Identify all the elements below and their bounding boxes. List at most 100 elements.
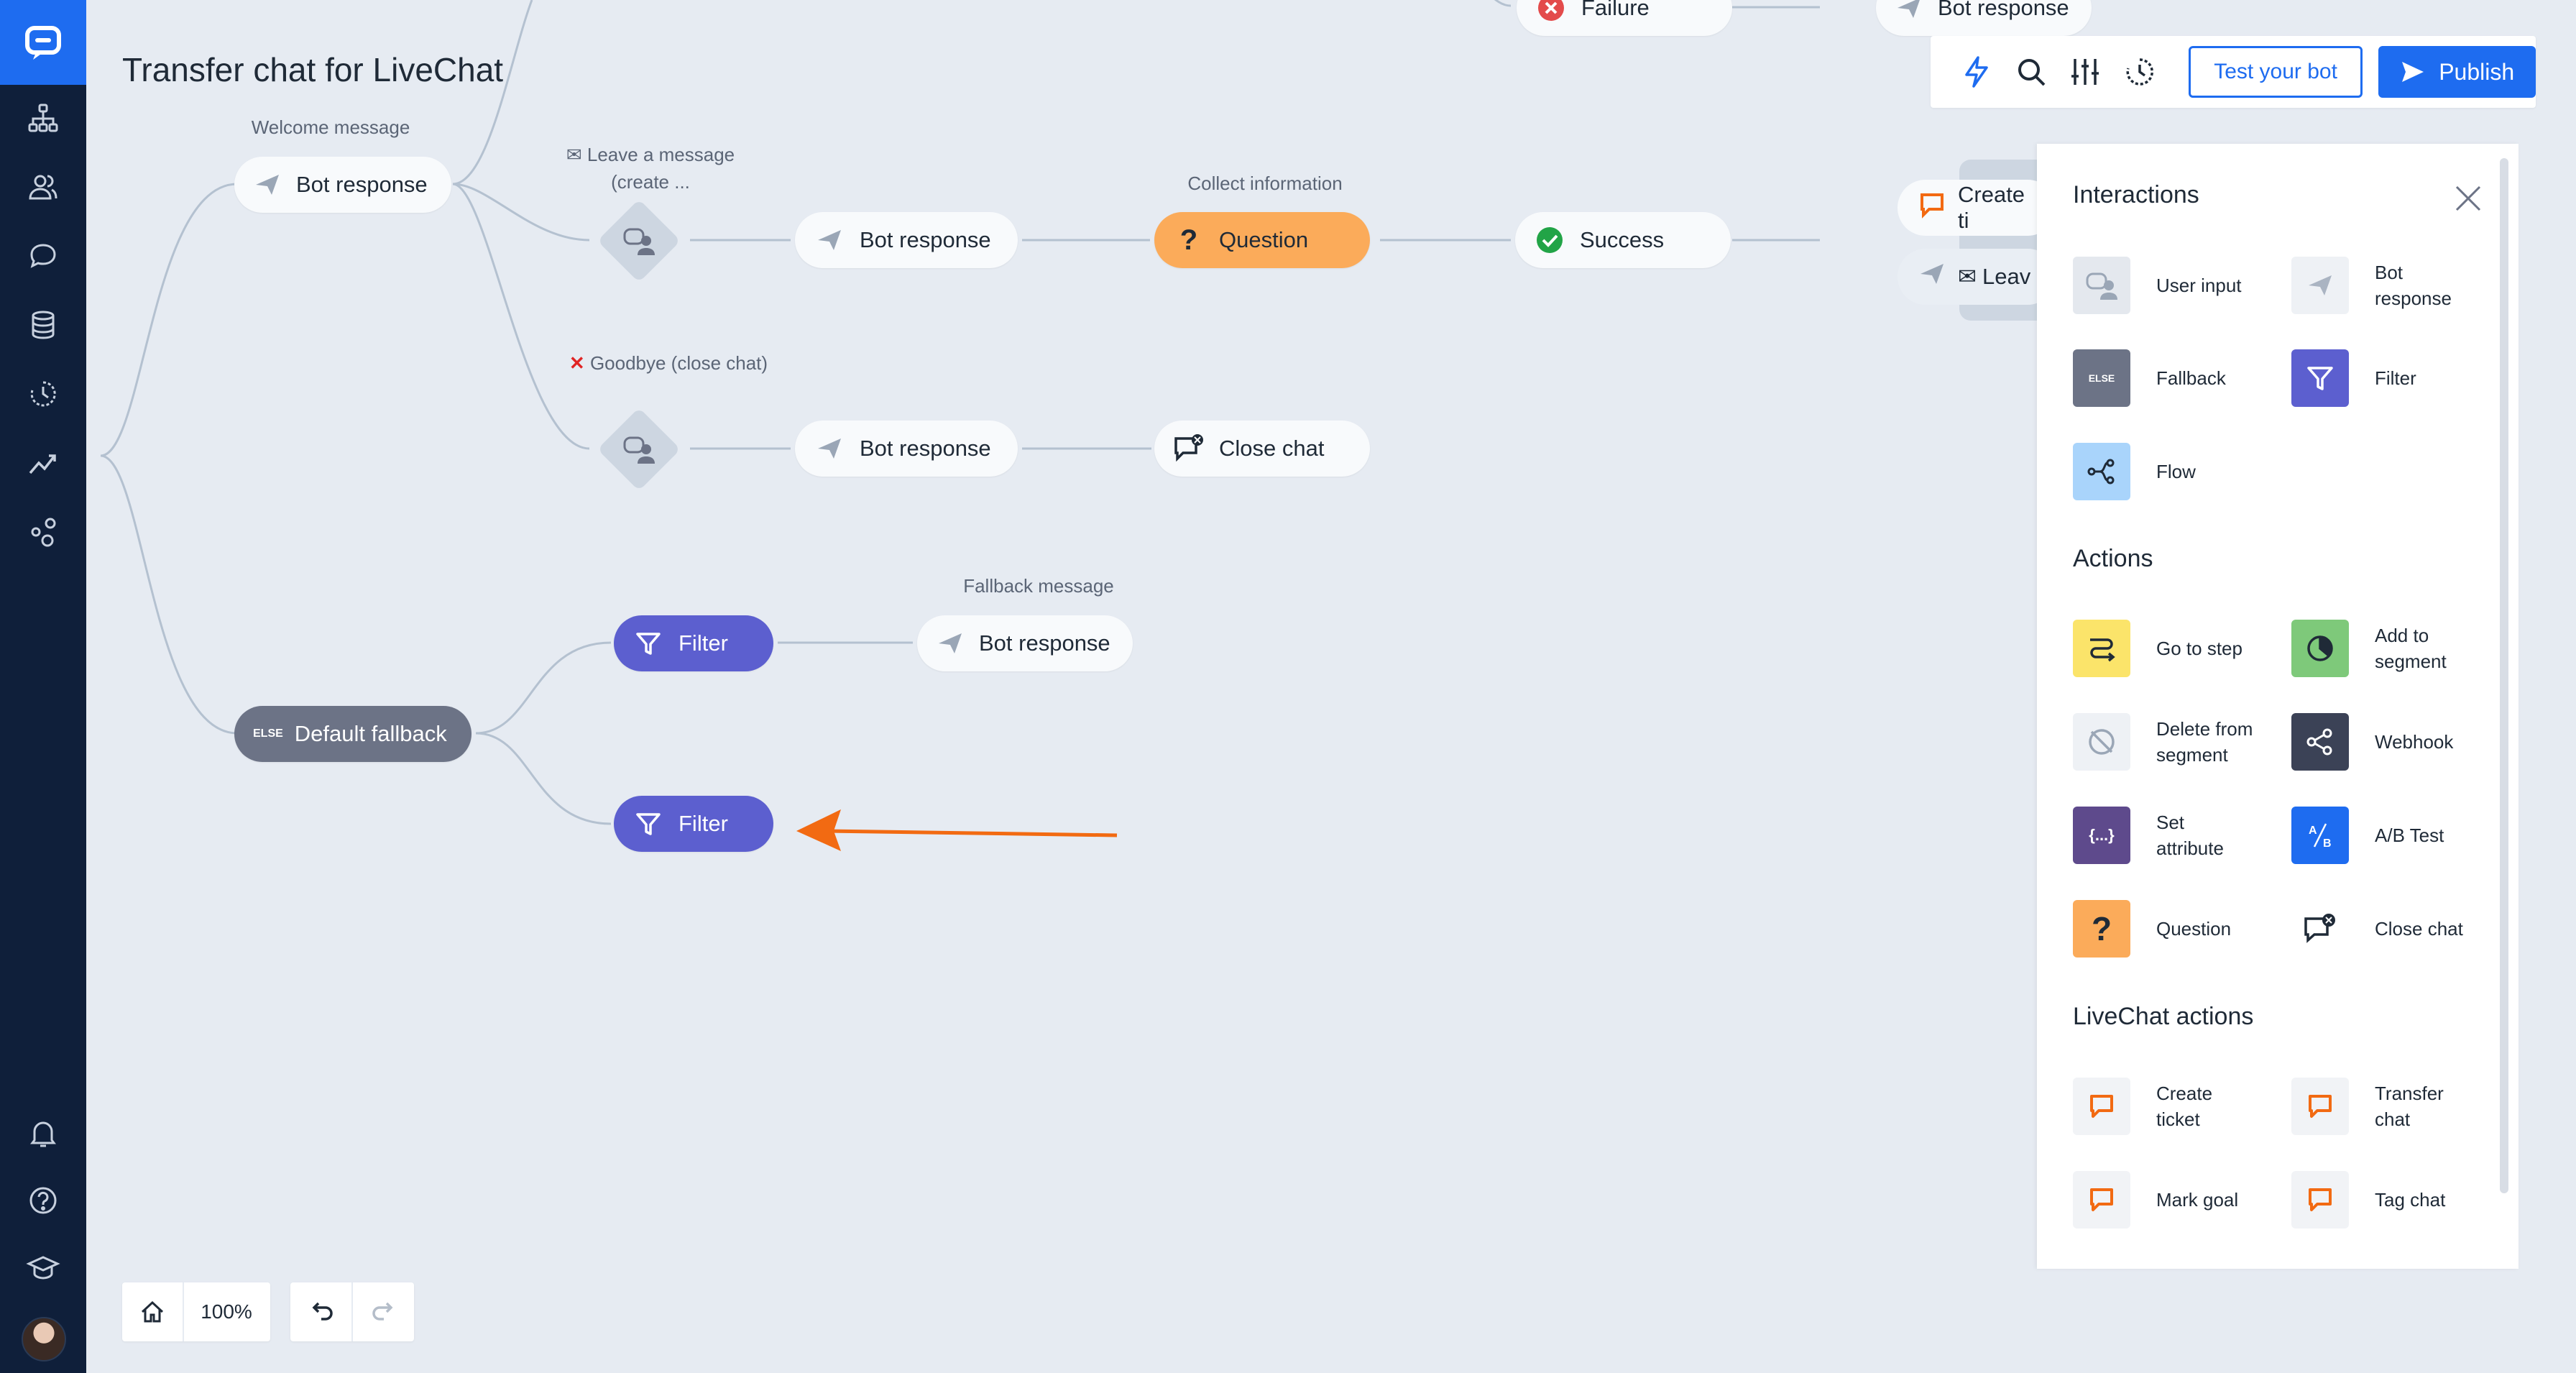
envelope-icon: ✉ — [566, 144, 582, 165]
filter-node-1[interactable]: Filter — [614, 615, 773, 671]
welcome-message-label: Welcome message — [251, 116, 410, 138]
filter-node-2[interactable]: Filter — [614, 796, 773, 852]
close-icon[interactable] — [2454, 184, 2483, 213]
page-title: Transfer chat for LiveChat — [122, 51, 504, 88]
panel-item-label: Bot response — [2375, 262, 2452, 309]
bot-response-label: Bot response — [860, 227, 991, 252]
create-ticket-label: Create ti — [1958, 182, 2025, 233]
publish-button[interactable]: Publish — [2378, 46, 2536, 98]
filter-label: Filter — [678, 630, 728, 656]
bot-response-label: Bot response — [1938, 0, 2069, 20]
panel-item-flow[interactable]: Flow — [2073, 441, 2296, 502]
panel-item-webhook[interactable]: Webhook — [2291, 711, 2514, 773]
publish-label: Publish — [2439, 58, 2515, 85]
webhook-icon — [2291, 713, 2349, 771]
reports-icon[interactable] — [26, 446, 60, 480]
go-to-step-icon — [2073, 620, 2130, 677]
panel-item-close-chat[interactable]: Close chat — [2291, 898, 2514, 960]
fallback-message-label: Fallback message — [963, 575, 1114, 597]
interactions-title: Interactions — [2073, 181, 2199, 208]
user-input-icon — [617, 219, 661, 262]
panel-item-mark-goal[interactable]: Mark goal — [2073, 1169, 2296, 1231]
bot-response-label: Bot response — [979, 630, 1110, 656]
bell-icon[interactable] — [26, 1116, 60, 1150]
paper-plane-icon — [814, 433, 845, 464]
panel-item-tag-chat[interactable]: Tag chat — [2291, 1169, 2514, 1231]
history-icon[interactable] — [26, 377, 60, 411]
avatar[interactable] — [22, 1317, 66, 1361]
default-fallback-node[interactable]: ELSE Default fallback — [234, 706, 472, 762]
history-icon[interactable] — [2122, 55, 2157, 89]
panel-item-label: Flow — [2156, 461, 2196, 482]
settings-sliders-icon[interactable] — [2068, 55, 2102, 89]
leave-node[interactable]: ✉ Leav — [1898, 249, 2056, 305]
toolbar: Test your bot Publish — [1931, 36, 2536, 108]
panel-item-filter[interactable]: Filter — [2291, 347, 2514, 409]
close-chat-node[interactable]: Close chat — [1154, 421, 1370, 477]
paper-plane-icon — [814, 224, 845, 256]
bot-response-node-row1[interactable]: Bot response — [795, 212, 1018, 268]
question-node[interactable]: ? Question — [1154, 212, 1370, 268]
help-icon[interactable] — [26, 1183, 60, 1218]
panel-item-bot-response[interactable]: Bot response — [2291, 254, 2514, 316]
bot-flow-icon[interactable] — [26, 101, 60, 135]
test-bot-button[interactable]: Test your bot — [2188, 46, 2363, 98]
send-icon — [2402, 62, 2424, 82]
panel-item-user-input[interactable]: User input — [2073, 254, 2296, 316]
bot-response-node-top[interactable]: Bot response — [1876, 0, 2092, 36]
else-badge: ELSE — [253, 727, 283, 740]
question-icon: ? — [1179, 224, 1198, 256]
redo-icon[interactable] — [353, 1282, 414, 1341]
bot-response-node-row2[interactable]: Bot response — [795, 421, 1018, 477]
x-mark-icon: ✕ — [569, 352, 585, 374]
envelope-icon: ✉ — [1958, 264, 1977, 289]
panel-item-label: Webhook — [2375, 731, 2454, 753]
create-ticket-node[interactable]: Create ti — [1898, 180, 2056, 236]
panel-item-label: Mark goal — [2156, 1189, 2239, 1211]
panel-item-go-to-step[interactable]: Go to step — [2073, 617, 2296, 679]
audience-icon[interactable] — [26, 170, 60, 204]
filter-icon — [632, 808, 664, 840]
fallback-bot-response-node[interactable]: Bot response — [917, 615, 1133, 671]
panel-item-create-ticket[interactable]: Create ticket — [2073, 1075, 2296, 1137]
failure-icon — [1535, 0, 1567, 24]
close-chat-icon — [2291, 900, 2349, 958]
livechat-logo-icon[interactable] — [0, 0, 86, 85]
success-icon — [1534, 224, 1565, 256]
goodbye-text: Goodbye (close chat) — [589, 352, 768, 374]
panel-item-label: User input — [2156, 275, 2242, 296]
home-icon[interactable] — [122, 1282, 183, 1341]
chats-icon[interactable] — [26, 239, 60, 273]
goodbye-label: ✕ Goodbye (close chat) — [553, 349, 783, 377]
failure-node[interactable]: Failure — [1517, 0, 1732, 36]
panel-item-label: Delete from segment — [2156, 718, 2253, 766]
panel-item-set-attribute[interactable]: {...} Set attribute — [2073, 804, 2296, 866]
lightning-icon[interactable] — [1959, 55, 1994, 89]
success-label: Success — [1580, 227, 1665, 252]
panel-item-label: Close chat — [2375, 918, 2463, 940]
success-node[interactable]: Success — [1515, 212, 1731, 268]
panel-item-delete-from-segment[interactable]: Delete from segment — [2073, 711, 2296, 773]
integrations-icon[interactable] — [26, 515, 60, 549]
flow-icon — [2073, 443, 2130, 500]
academy-icon[interactable] — [26, 1251, 60, 1285]
zoom-level[interactable]: 100% — [184, 1282, 269, 1341]
flow-canvas[interactable]: Welcome message ✉ Leave a message (creat… — [86, 0, 2576, 1373]
undo-icon[interactable] — [290, 1282, 351, 1341]
close-chat-icon — [1173, 433, 1205, 464]
panel-item-add-to-segment[interactable]: Add to segment — [2291, 617, 2514, 679]
delete-from-segment-icon — [2073, 713, 2130, 771]
steps-panel: Interactions User input Bot response ELS… — [2037, 144, 2518, 1269]
actions-title: Actions — [2073, 545, 2153, 572]
database-icon[interactable] — [26, 308, 60, 342]
search-icon[interactable] — [2014, 55, 2048, 89]
panel-item-fallback[interactable]: ELSE Fallback — [2073, 347, 2296, 409]
panel-scrollbar[interactable] — [2500, 158, 2508, 1193]
panel-item-question[interactable]: ? Question — [2073, 898, 2296, 960]
welcome-bot-response-node[interactable]: Bot response — [234, 157, 451, 213]
panel-item-transfer-chat[interactable]: Transfer chat — [2291, 1075, 2514, 1137]
panel-item-label: A/B Test — [2375, 825, 2444, 846]
user-input-icon — [617, 428, 661, 471]
